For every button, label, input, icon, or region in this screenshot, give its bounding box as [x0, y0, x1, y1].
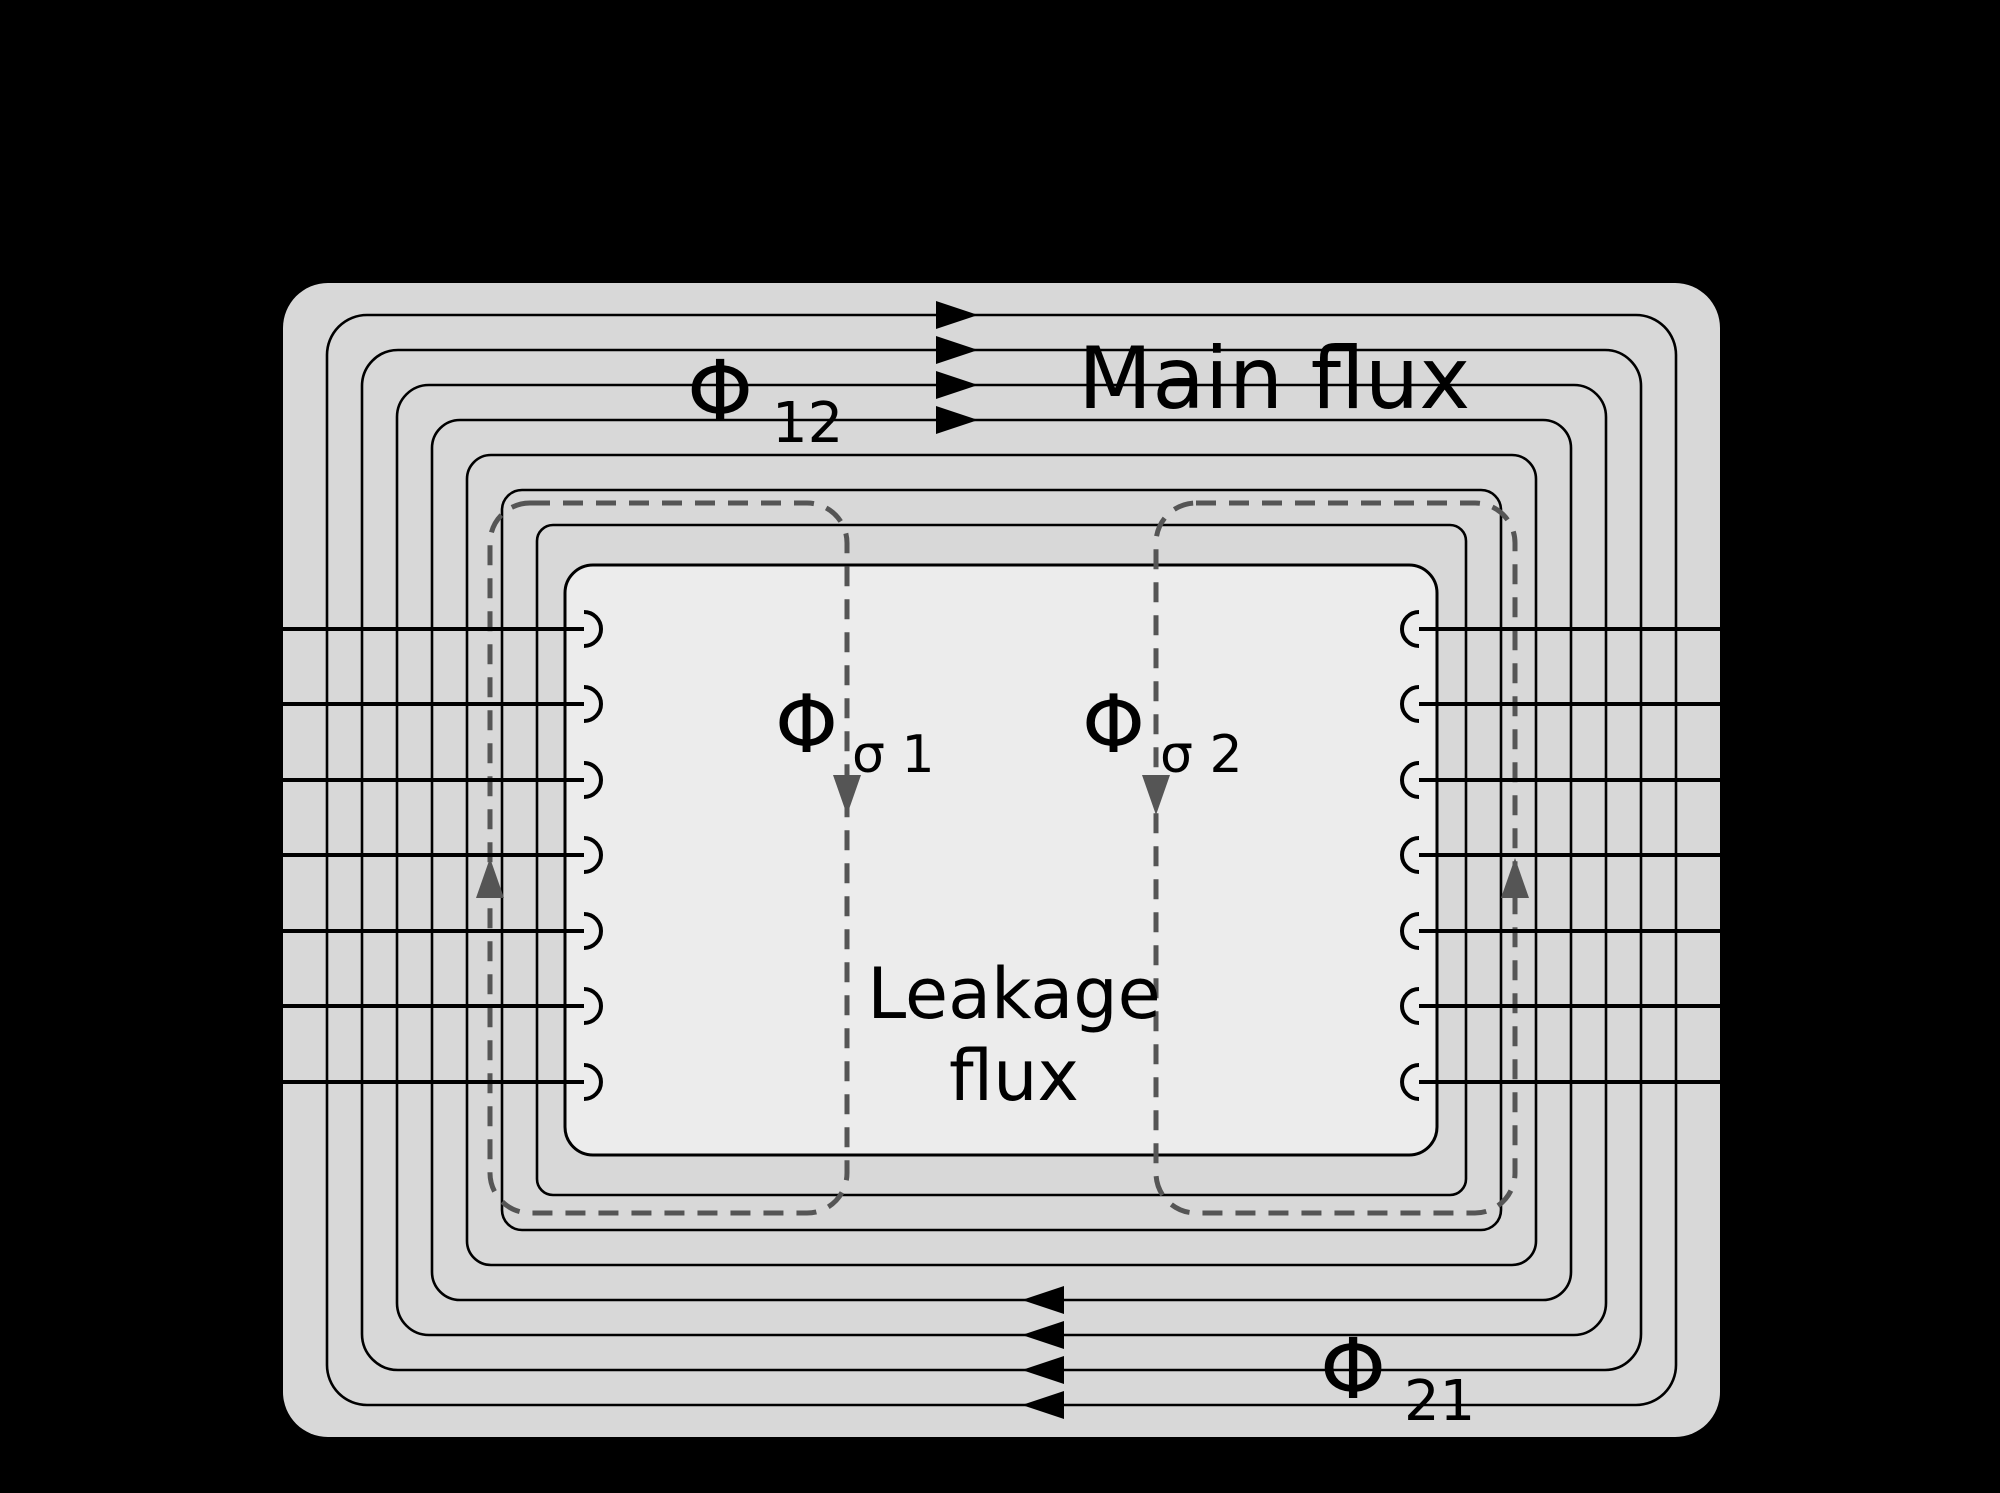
flux-arrow-right-icon	[936, 371, 978, 399]
winding-turn	[1400, 610, 1720, 648]
flux-loop	[325, 313, 1678, 1407]
leakage-arrow-up-icon	[476, 858, 504, 898]
leakage-arrow-up-icon	[1501, 858, 1529, 898]
phi12-label: Φ	[687, 342, 753, 440]
main-flux-arrowheads-bottom	[1022, 1286, 1064, 1419]
main-flux-arrowheads-top	[936, 301, 978, 434]
phi-sigma2-subscript: σ 2	[1160, 725, 1243, 785]
winding-turn	[1400, 987, 1720, 1025]
flux-arrow-right-icon	[936, 336, 978, 364]
flux-loop	[360, 348, 1643, 1372]
winding-turn	[1400, 912, 1720, 950]
secondary-winding	[1400, 610, 1720, 1101]
main-flux-label: Main flux	[1078, 329, 1470, 429]
flux-arrow-left-icon	[1022, 1286, 1064, 1314]
flux-arrow-right-icon	[936, 301, 978, 329]
phi21-label: Φ	[1320, 1320, 1386, 1418]
leakage-flux-label-line2: flux	[949, 1035, 1079, 1117]
main-flux-loops	[325, 313, 1678, 1407]
winding-turn	[1400, 836, 1720, 874]
flux-loop	[535, 523, 1468, 1197]
winding-turn	[283, 761, 603, 799]
phi-sigma1-label: Φ	[775, 678, 838, 771]
leakage-flux-label-line1: Leakage	[867, 953, 1160, 1035]
leakage-arrow-down-icon	[833, 775, 861, 815]
leakage-flux-arrowheads	[476, 775, 1529, 898]
winding-turn	[1400, 685, 1720, 723]
labels: Φ 12 Main flux Φ σ 1 Φ σ 2 Leakage flux …	[687, 329, 1475, 1434]
winding-turn	[283, 685, 603, 723]
flux-loop	[430, 418, 1573, 1302]
winding-turn	[283, 610, 603, 648]
winding-turn	[1400, 1063, 1720, 1101]
winding-turn	[283, 836, 603, 874]
flux-loop	[395, 383, 1608, 1337]
leakage-path-secondary	[1153, 500, 1518, 1216]
flux-arrow-left-icon	[1022, 1391, 1064, 1419]
flux-loop	[465, 453, 1538, 1267]
primary-winding	[283, 610, 603, 1101]
phi-sigma1-subscript: σ 1	[852, 725, 935, 785]
winding-turn	[283, 987, 603, 1025]
phi12-subscript: 12	[772, 391, 843, 456]
flux-arrow-right-icon	[936, 406, 978, 434]
leakage-arrow-down-icon	[1142, 775, 1170, 815]
phi21-subscript: 21	[1404, 1369, 1475, 1434]
phi-sigma2-label: Φ	[1082, 678, 1145, 771]
winding-turn	[1400, 761, 1720, 799]
winding-turn	[283, 1063, 603, 1101]
flux-arrow-left-icon	[1022, 1356, 1064, 1384]
flux-arrow-left-icon	[1022, 1321, 1064, 1349]
core-window	[563, 563, 1439, 1157]
flux-loop	[500, 488, 1503, 1232]
winding-turn	[283, 912, 603, 950]
